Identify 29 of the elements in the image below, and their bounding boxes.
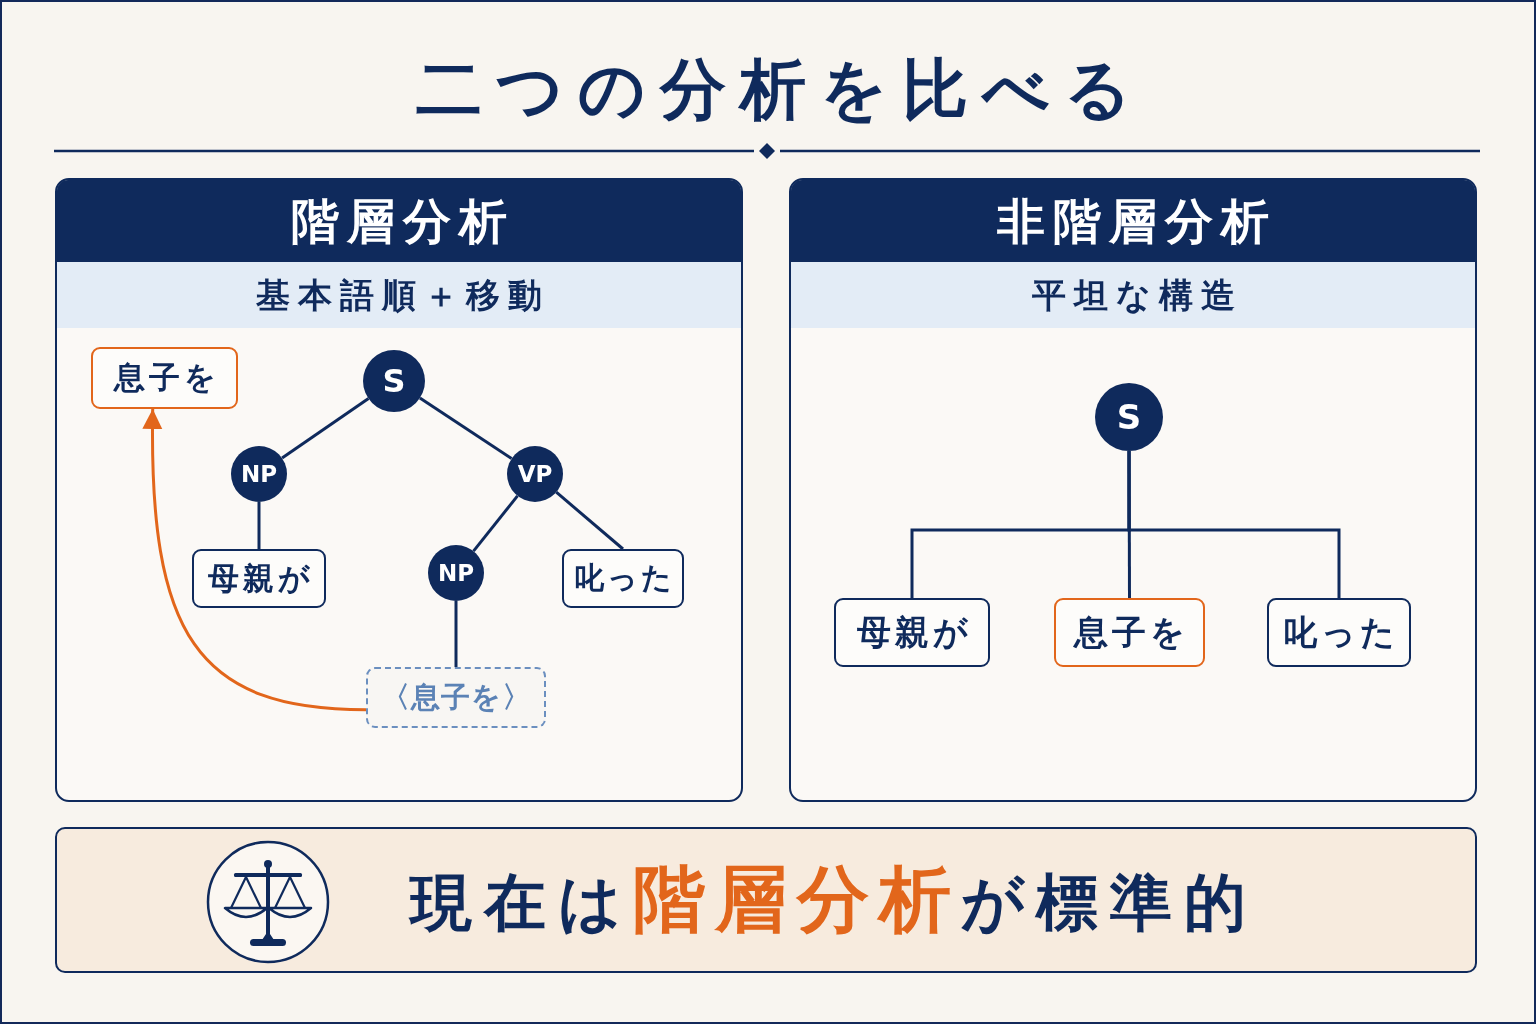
connector-line [555, 491, 624, 551]
panel [55, 178, 743, 802]
word-node: 母親が [834, 598, 990, 667]
connector-line [257, 502, 261, 549]
syntax-node: VP [507, 446, 563, 502]
conclusion-banner [55, 827, 1477, 973]
connector-line [1127, 451, 1341, 598]
arrow [142, 409, 367, 712]
panel [789, 178, 1477, 802]
syntax-node: NP [231, 446, 287, 502]
connector-line [454, 601, 458, 667]
word-node: 叱った [562, 549, 684, 608]
trace-node: 〈息子を〉 [366, 667, 546, 728]
moved-word-node: 息子を [1054, 598, 1205, 667]
panel-subheader: 平坦な構造 [791, 262, 1475, 328]
connector-line [419, 396, 513, 460]
panel-header: 階層分析 [57, 180, 741, 262]
word-node: 母親が [192, 549, 326, 608]
connector-line [281, 397, 370, 460]
syntax-node: NP [428, 545, 484, 601]
title: 二つの分析を比べる [415, 50, 1138, 130]
word-node: 叱った [1267, 598, 1411, 667]
conclusion-text: 現在は階層分析が標準的 [410, 856, 1258, 943]
connector-line [472, 494, 519, 553]
syntax-node: S [1095, 383, 1163, 451]
moved-word-node: 息子を [91, 347, 238, 409]
panel-header: 非階層分析 [791, 180, 1475, 262]
syntax-node: S [363, 350, 425, 412]
panel-subheader: 基本語順＋移動 [57, 262, 741, 328]
